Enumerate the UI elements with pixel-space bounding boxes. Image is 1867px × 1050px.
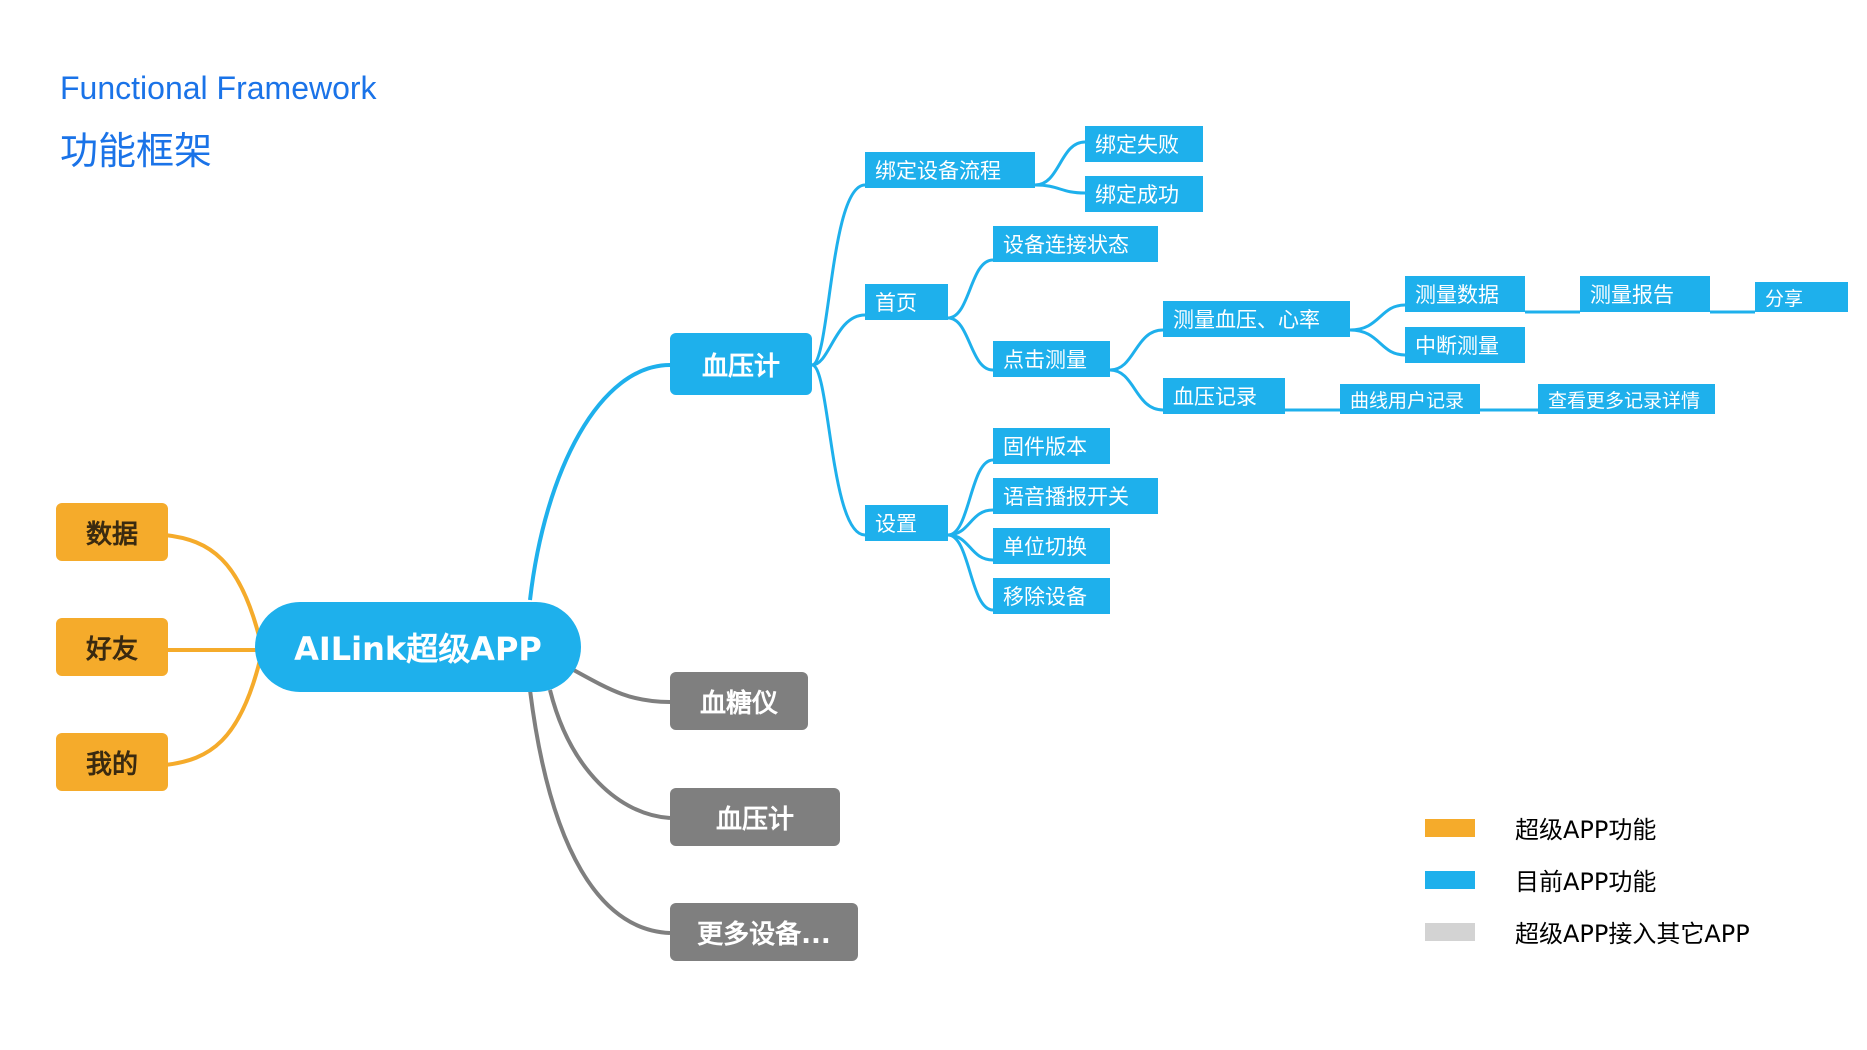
node-bp-record: 血压记录 (1163, 378, 1285, 414)
node-share: 分享 (1755, 282, 1848, 312)
legend-label: 超级APP功能 (1515, 816, 1657, 844)
node-blood-pressure-other: 血压计 (670, 788, 840, 846)
legend-item-other-app: 超级APP接入其它APP (1425, 914, 1750, 949)
node-settings: 设置 (865, 505, 948, 541)
node-click-measure: 点击测量 (993, 341, 1110, 377)
root-node: AILink超级APP (255, 602, 581, 692)
node-voice-switch: 语音播报开关 (993, 478, 1158, 514)
node-interrupt-measure: 中断测量 (1405, 327, 1525, 363)
legend-label: 超级APP接入其它APP (1515, 920, 1750, 948)
node-measure-data: 测量数据 (1405, 276, 1525, 312)
node-more-devices: 更多设备... (670, 903, 858, 961)
legend-item-super-app: 超级APP功能 (1425, 810, 1656, 845)
node-blood-glucose: 血糖仪 (670, 672, 808, 730)
node-curve-user-record: 曲线用户记录 (1340, 384, 1480, 414)
node-data: 数据 (56, 503, 168, 561)
node-home: 首页 (865, 284, 948, 320)
main-connector (528, 363, 671, 601)
node-measure-bp-hr: 测量血压、心率 (1163, 301, 1350, 337)
node-mine: 我的 (56, 733, 168, 791)
node-bind-flow: 绑定设备流程 (865, 152, 1035, 188)
legend-item-current-app: 目前APP功能 (1425, 862, 1656, 897)
node-bind-fail: 绑定失败 (1085, 126, 1203, 162)
node-friends: 好友 (56, 618, 168, 676)
legend-swatch-blue (1425, 870, 1475, 889)
blue-connectors (811, 140, 1755, 612)
title-chinese: 功能框架 (60, 129, 213, 173)
orange-connectors (164, 533, 262, 767)
node-unit-switch: 单位切换 (993, 528, 1110, 564)
node-connection-status: 设备连接状态 (993, 226, 1158, 262)
node-more-record-details: 查看更多记录详情 (1538, 384, 1715, 414)
legend-label: 目前APP功能 (1515, 868, 1657, 896)
legend-swatch-orange (1425, 818, 1475, 837)
title-english: Functional Framework (60, 70, 377, 106)
node-firmware-version: 固件版本 (993, 428, 1110, 464)
gray-connectors (528, 666, 671, 935)
node-measure-report: 测量报告 (1580, 276, 1710, 312)
legend-swatch-gray (1425, 922, 1475, 941)
node-remove-device: 移除设备 (993, 578, 1110, 614)
node-bind-success: 绑定成功 (1085, 176, 1203, 212)
node-blood-pressure-main: 血压计 (670, 333, 812, 395)
